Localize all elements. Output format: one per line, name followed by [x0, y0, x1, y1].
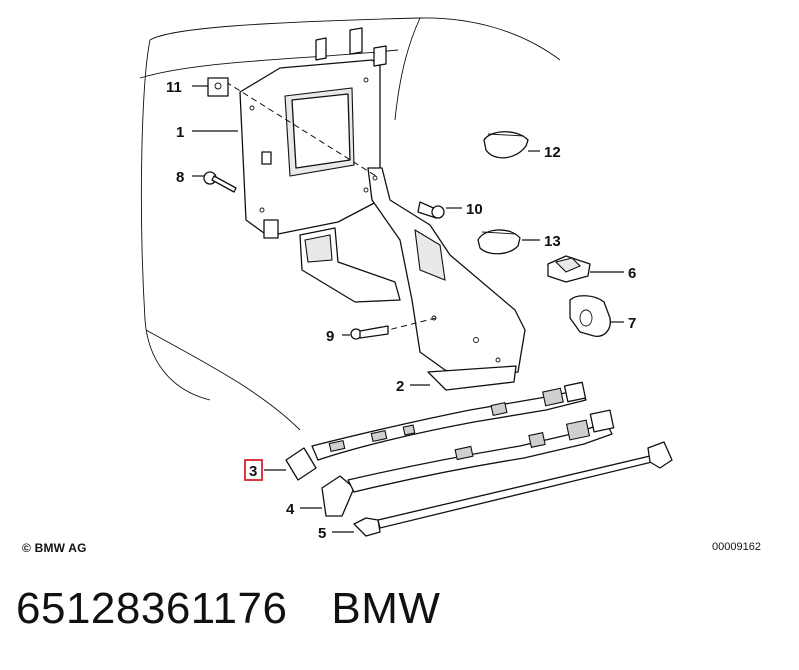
support-plate	[367, 167, 526, 391]
leader-lines	[192, 85, 624, 533]
screw-part-9	[350, 325, 389, 340]
cable-tie-part-13	[477, 229, 521, 255]
callout-8: 8	[176, 169, 184, 186]
clip-part-11	[207, 77, 229, 97]
callout-9: 9	[326, 328, 334, 345]
callout-3-highlight-box	[244, 459, 263, 481]
mounting-bracket	[239, 27, 401, 303]
caption: 65128361176 BMW	[16, 584, 440, 634]
antenna-cable-part-3	[285, 381, 587, 481]
body-panel-outline	[139, 17, 561, 431]
brand-name: BMW	[331, 584, 441, 633]
callout-11: 11	[166, 79, 182, 96]
cable-tie-part-12	[483, 131, 529, 159]
callout-10: 10	[466, 201, 483, 218]
screw-part-8	[203, 171, 237, 193]
callout-7: 7	[628, 315, 636, 332]
antenna-cable-part-4	[321, 409, 615, 517]
callout-12: 12	[544, 144, 561, 161]
callout-1: 1	[176, 124, 184, 141]
callout-labels: 11 1 8 10 12 13 6 7 9 2 3 4 5	[166, 79, 636, 542]
callout-5: 5	[318, 525, 326, 542]
copyright-notice: © BMW AG	[22, 541, 87, 555]
callout-6: 6	[628, 265, 636, 282]
drawing-number: 00009162	[712, 541, 761, 553]
screw-part-10	[417, 201, 445, 219]
callout-3: 3	[249, 463, 257, 480]
grommet-part-6	[547, 255, 591, 283]
antenna-cable-part-5	[353, 441, 673, 537]
callout-2: 2	[396, 378, 404, 395]
callout-4: 4	[286, 501, 295, 518]
part-number: 65128361176	[16, 584, 288, 633]
callout-13: 13	[544, 233, 561, 250]
holder-part-7	[569, 295, 611, 337]
